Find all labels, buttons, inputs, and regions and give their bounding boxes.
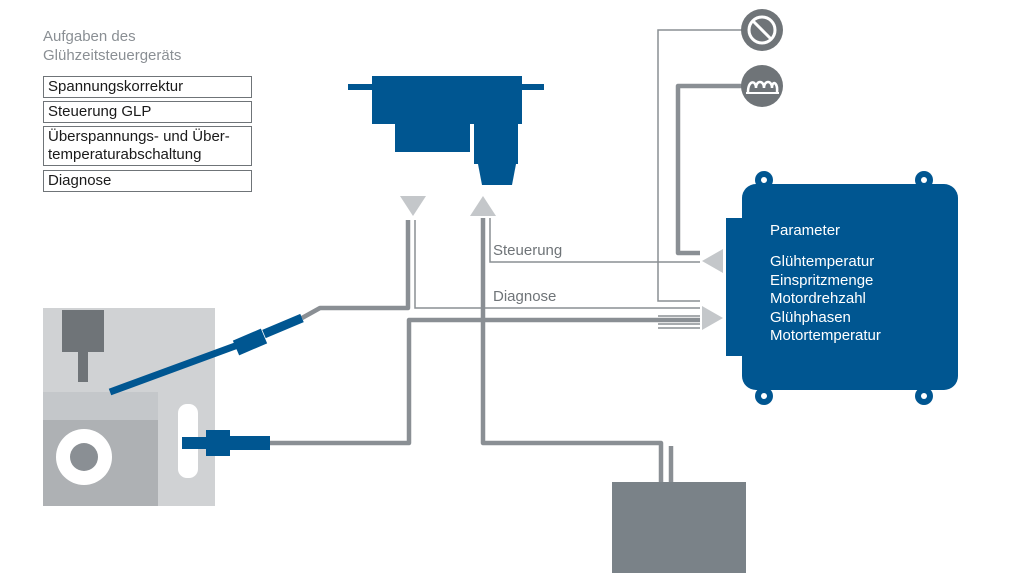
ecu-title: Parameter — [770, 222, 841, 239]
tasks-title-line2: Glühzeitsteuergeräts — [43, 47, 182, 64]
temperature-sensor — [182, 430, 270, 456]
ecu-parameter: Motortemperatur — [770, 327, 881, 344]
ecu-parameter: Einspritzmenge — [770, 271, 874, 289]
diagnosis-line — [414, 220, 700, 309]
task-item: Spannungskorrektur — [43, 76, 252, 98]
ecu-parameter-list: Glühtemperatur Einspritzmenge Motordrehz… — [770, 253, 881, 346]
warning-lamp-line — [657, 29, 742, 302]
glow-control-unit — [348, 76, 544, 185]
task-item: Steuerung GLP — [43, 101, 252, 123]
engine-section — [43, 308, 215, 506]
ecu-parameter: Glühtemperatur — [770, 253, 875, 270]
task-label: Überspannungs- und Über- — [48, 128, 230, 145]
glow-plug-cable — [300, 220, 411, 320]
up-arrow-icon — [470, 196, 496, 216]
control-line — [489, 218, 700, 263]
task-label: Diagnose — [48, 172, 112, 189]
battery — [612, 482, 746, 573]
power-cables — [270, 83, 742, 482]
task-item: Überspannungs- und Über- temperaturabsch… — [43, 126, 252, 166]
task-item: Diagnose — [43, 170, 252, 192]
task-label: Spannungskorrektur — [48, 78, 184, 95]
battery-cable-1 — [480, 218, 664, 482]
control-label: Steuerung — [493, 242, 563, 259]
glow-coil-symbol-icon — [741, 65, 783, 107]
thin-signal-lines — [414, 29, 742, 329]
task-label: Steuerung GLP — [48, 103, 152, 120]
ecu-parameter: Motordrehzahl — [770, 290, 866, 307]
ecu-parameter: Glühphasen — [770, 308, 851, 326]
glow-lamp-cable — [675, 83, 742, 256]
tasks-title-line1: Aufgaben des — [43, 28, 136, 45]
injector-body — [62, 310, 104, 352]
down-arrow-icon — [400, 196, 426, 216]
glow-plug — [108, 313, 304, 396]
task-label: temperaturabschaltung — [48, 146, 202, 163]
no-glow-symbol-icon — [741, 9, 783, 51]
left-arrow-icon — [702, 249, 723, 273]
right-arrow-icon — [702, 306, 723, 330]
temperature-sensor-cable — [270, 317, 700, 446]
tasks-title: Aufgaben des Glühzeitsteuergeräts — [43, 27, 273, 65]
diagnosis-label: Diagnose — [493, 288, 557, 305]
engine-control-unit — [726, 171, 958, 405]
